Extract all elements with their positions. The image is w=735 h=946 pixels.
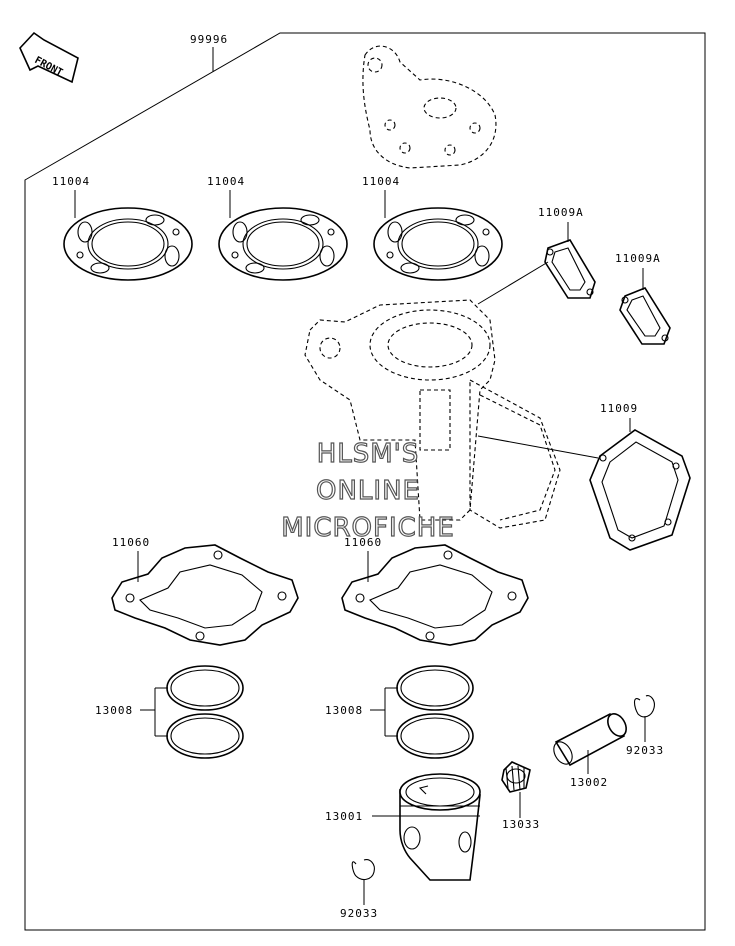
callout-circlip-2: 92033 — [340, 907, 378, 920]
kit-outline — [24, 32, 706, 931]
callout-ring-set-2: 13008 — [325, 704, 363, 717]
ring-set-2 — [396, 665, 474, 759]
callout-head-gasket-2: 11004 — [207, 175, 245, 188]
callout-base-gasket-1: 11060 — [112, 536, 150, 549]
watermark-line-3: MICROFICHE — [281, 513, 455, 543]
callout-circlip-1: 92033 — [626, 744, 664, 757]
base-gasket-1 — [111, 544, 299, 646]
cylinder — [304, 299, 561, 529]
exhaust-gasket-a1 — [544, 239, 596, 299]
callout-piston: 13001 — [325, 810, 363, 823]
circlip-2 — [351, 859, 375, 881]
piston — [399, 773, 481, 881]
head-gasket-1 — [63, 207, 193, 281]
callout-piston-pin: 13002 — [570, 776, 608, 789]
callout-base-gasket-2: 11060 — [344, 536, 382, 549]
callout-ring-set-1: 13008 — [95, 704, 133, 717]
callout-exhaust-gasket-a2: 11009A — [615, 252, 661, 265]
callout-exhaust-gasket-a1: 11009A — [538, 206, 584, 219]
watermark-line-2: ONLINE — [316, 476, 420, 506]
piston-pin — [553, 712, 627, 767]
front-arrow-icon: FRONT — [19, 31, 79, 84]
ring-set-1 — [166, 665, 244, 759]
head-gasket-3 — [373, 207, 503, 281]
exhaust-gasket-a2 — [619, 287, 671, 345]
circlip-1 — [633, 695, 655, 718]
base-gasket-2 — [341, 544, 529, 646]
callout-reed-gasket: 11009 — [600, 402, 638, 415]
watermark-line-1: HLSM'S — [317, 439, 420, 469]
callout-head-gasket-1: 11004 — [52, 175, 90, 188]
kit-label: 99996 — [190, 33, 228, 46]
reed-gasket — [589, 429, 691, 551]
callout-needle-bearing: 13033 — [502, 818, 540, 831]
head-gasket-2 — [218, 207, 348, 281]
cylinder-head — [362, 45, 497, 169]
needle-bearing — [501, 761, 531, 793]
callout-head-gasket-3: 11004 — [362, 175, 400, 188]
